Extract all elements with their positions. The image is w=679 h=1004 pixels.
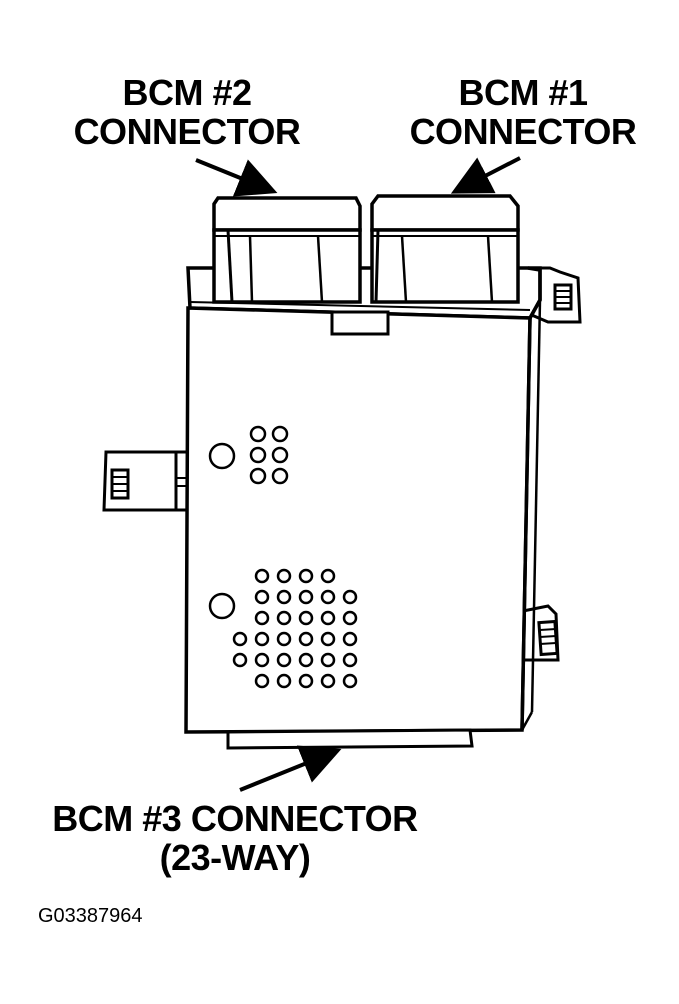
bcm2-connector-label: BCM #2 CONNECTOR (62, 72, 312, 152)
bcm1-connector-label: BCM #1 CONNECTOR (398, 72, 648, 152)
bcm2-connector (212, 196, 362, 304)
lower-vent-holes (208, 568, 358, 689)
bcm2-arrow-icon (195, 158, 278, 197)
figure-code: G03387964 (38, 905, 143, 927)
bcm3-label-line1: BCM #3 CONNECTOR (52, 798, 418, 839)
bcm3-connector-label: BCM #3 CONNECTOR (23-WAY) (30, 798, 440, 878)
bcm2-label-line2: CONNECTOR (73, 110, 301, 152)
bcm1-arrow-icon (450, 156, 521, 194)
top-right-screw-icon (553, 283, 573, 311)
bcm1-connector (370, 194, 520, 304)
left-screw-icon (110, 468, 130, 500)
bcm2-label-line1: BCM #2 (122, 72, 252, 113)
bcm3-arrow-icon (239, 745, 342, 792)
left-mounting-bracket (102, 450, 192, 512)
bcm1-label-line2: CONNECTOR (409, 110, 637, 152)
upper-vent-holes (208, 425, 289, 485)
bottom-right-screw-icon (537, 619, 559, 657)
bcm3-connector (226, 728, 474, 750)
bcm1-label-line1: BCM #1 (458, 72, 588, 113)
bcm3-label-line2: (23-WAY) (159, 836, 311, 878)
